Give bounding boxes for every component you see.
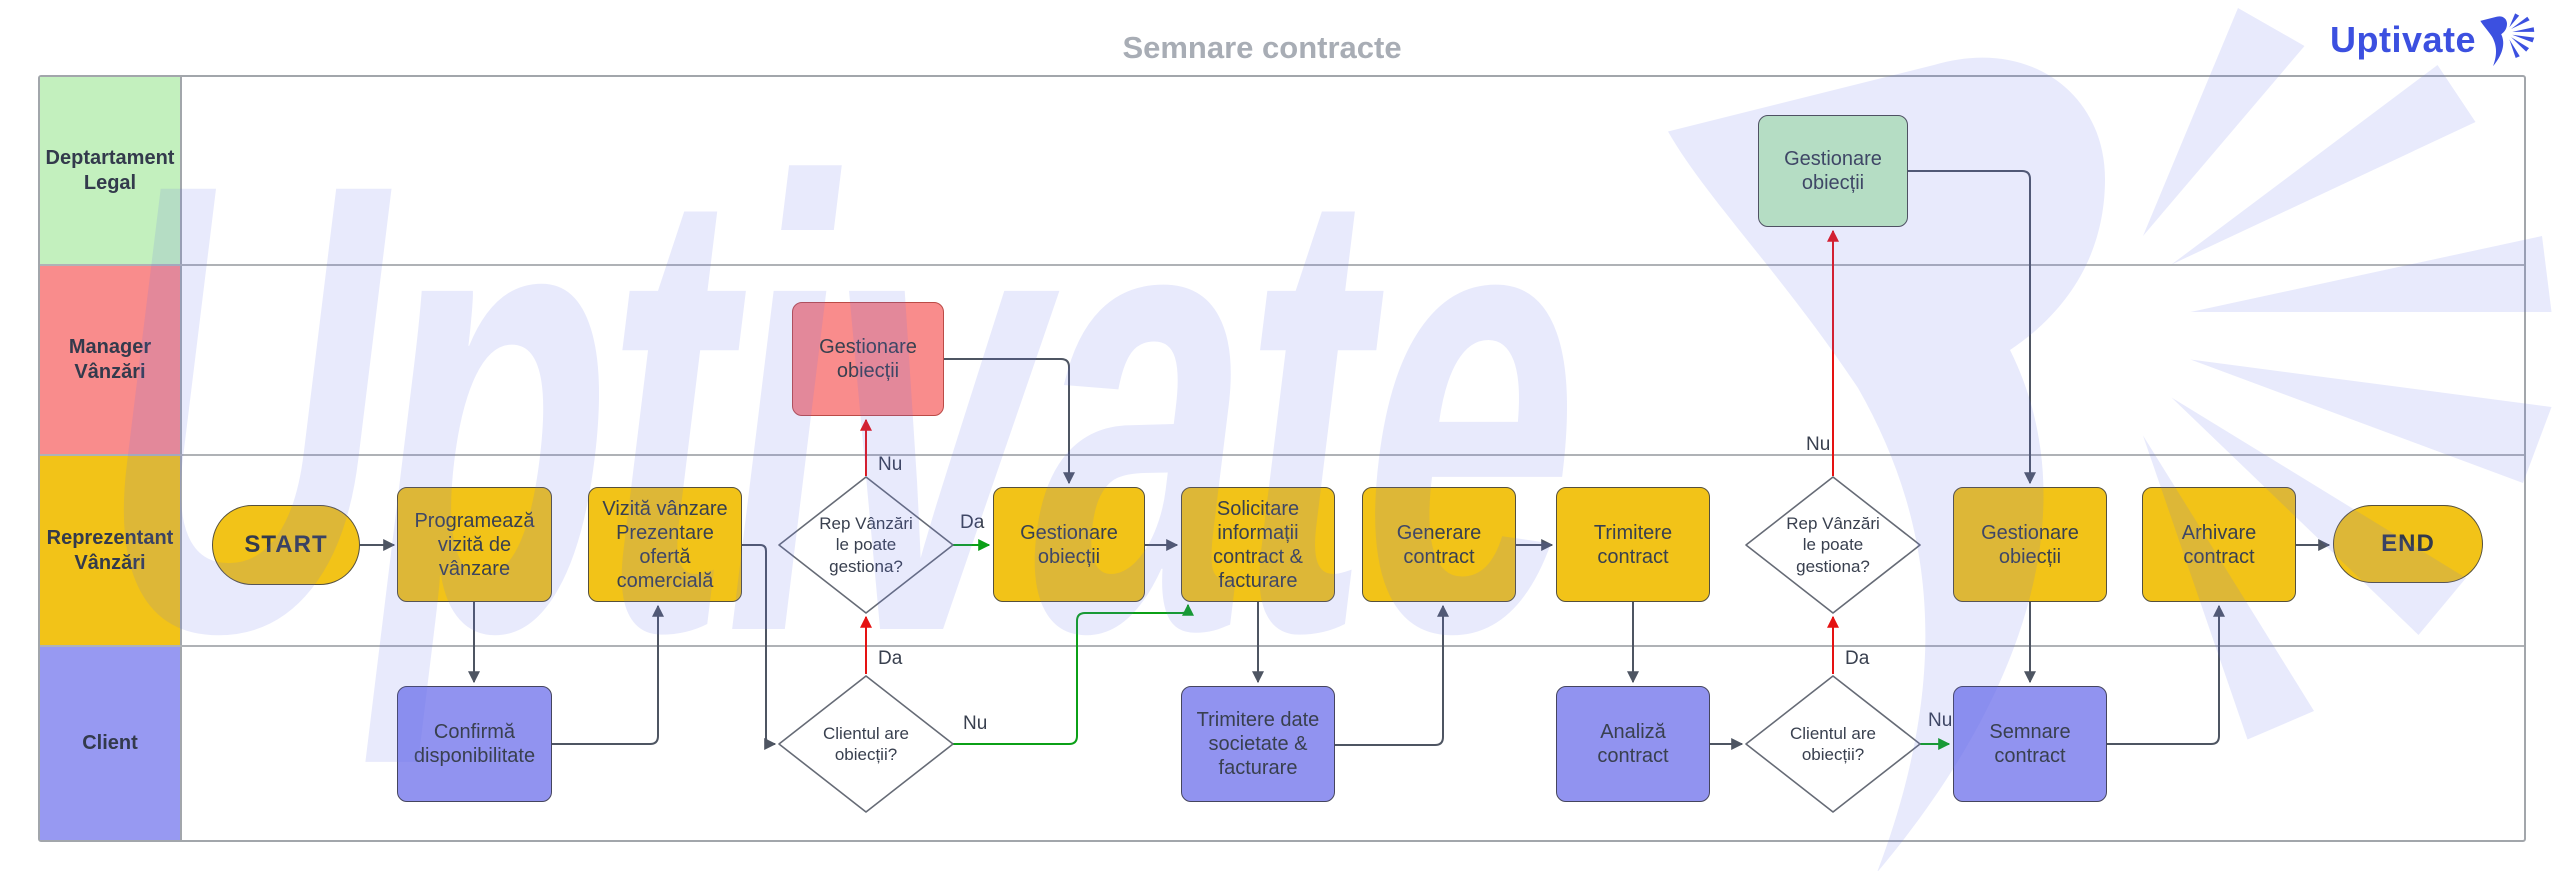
node-analiza-contract: Analiză contract bbox=[1556, 686, 1710, 802]
edge-gestionare-obiectii-manager--gestionare-obiectii-rep-1 bbox=[944, 358, 1075, 485]
edge-label-decizie-rep-1--gestionare-obiectii-rep-1: Da bbox=[960, 512, 985, 533]
node-trimitere-contract: Trimitere contract bbox=[1556, 487, 1710, 602]
node-decizie-client-2: Clientul are obiecții? bbox=[1790, 723, 1876, 764]
edge-trimitere-date--generare-contract bbox=[1335, 604, 1449, 746]
shape-decizie-rep-2 bbox=[1745, 476, 1921, 614]
node-vizita-vanzare: Vizită vânzare Prezentare ofertă comerci… bbox=[588, 487, 742, 602]
edge-label-decizie-client-2--decizie-rep-2: Da bbox=[1845, 648, 1870, 669]
node-programeaza-vizita: Programează vizită de vânzare bbox=[397, 487, 552, 602]
node-trimitere-date: Trimitere date societate & facturare bbox=[1181, 686, 1335, 802]
node-gestionare-obiectii-rep-1: Gestionare obiecții bbox=[993, 487, 1145, 602]
lane-label-manager: Manager Vânzări bbox=[40, 266, 182, 454]
lane-label-client: Client bbox=[40, 647, 182, 840]
node-generare-contract: Generare contract bbox=[1362, 487, 1516, 602]
node-arhivare-contract: Arhivare contract bbox=[2142, 487, 2296, 602]
uptivate-logo-text: Uptivate bbox=[2329, 19, 2476, 60]
edge-vizita-vanzare--decizie-client-1 bbox=[742, 544, 777, 750]
node-decizie-rep-2: Rep Vânzări le poate gestiona? bbox=[1786, 514, 1880, 576]
shape-decizie-client-2 bbox=[1745, 675, 1921, 813]
edge-label-decizie-client-1--decizie-rep-1: Da bbox=[878, 648, 903, 669]
node-gestionare-obiectii-rep-2: Gestionare obiecții bbox=[1953, 487, 2107, 602]
lane-client: Client bbox=[40, 645, 2524, 840]
edge-label-decizie-rep-2--gestionare-obiectii-legal: Nu bbox=[1806, 434, 1830, 455]
node-end: END bbox=[2333, 505, 2483, 583]
edge-confirma-disponibilitate--vizita-vanzare bbox=[552, 604, 664, 745]
node-decizie-rep-1: Rep Vânzări le poate gestiona? bbox=[819, 514, 913, 576]
node-start: START bbox=[212, 505, 360, 585]
node-gestionare-obiectii-legal: Gestionare obiecții bbox=[1758, 115, 1908, 227]
lane-label-legal: Deptartament Legal bbox=[40, 77, 182, 264]
edge-gestionare-obiectii-legal--gestionare-obiectii-rep-2 bbox=[1908, 170, 2036, 485]
edge-label-decizie-client-1--solicitare-informatii: Nu bbox=[963, 713, 987, 734]
page-title: Semnare contracte bbox=[1122, 30, 1402, 65]
node-decizie-client-1: Clientul are obiecții? bbox=[823, 723, 909, 764]
node-solicitare-informatii: Solicitare informații contract & factura… bbox=[1181, 487, 1335, 602]
hummingbird-icon bbox=[2480, 13, 2535, 67]
lane-reprezentant: Reprezentant Vânzări bbox=[40, 454, 2524, 645]
edge-decizie-client-1--solicitare-informatii bbox=[953, 603, 1194, 745]
edge-label-decizie-rep-1--gestionare-obiectii-manager: Nu bbox=[878, 454, 902, 475]
lane-manager: Manager Vânzări bbox=[40, 264, 2524, 454]
uptivate-logo: Uptivate bbox=[2330, 10, 2536, 70]
node-semnare-contract: Semnare contract bbox=[1953, 686, 2107, 802]
lane-label-reprezentant: Reprezentant Vânzări bbox=[40, 456, 182, 645]
shape-decizie-client-1 bbox=[778, 675, 954, 813]
lane-legal: Deptartament Legal bbox=[40, 77, 2524, 264]
edge-semnare-contract--arhivare-contract bbox=[2107, 604, 2225, 745]
node-confirma-disponibilitate: Confirmă disponibilitate bbox=[397, 686, 552, 802]
node-gestionare-obiectii-manager: Gestionare obiecții bbox=[792, 302, 944, 416]
edge-label-decizie-client-2--semnare-contract: Nu bbox=[1928, 710, 1952, 731]
shape-decizie-rep-1 bbox=[778, 476, 954, 614]
